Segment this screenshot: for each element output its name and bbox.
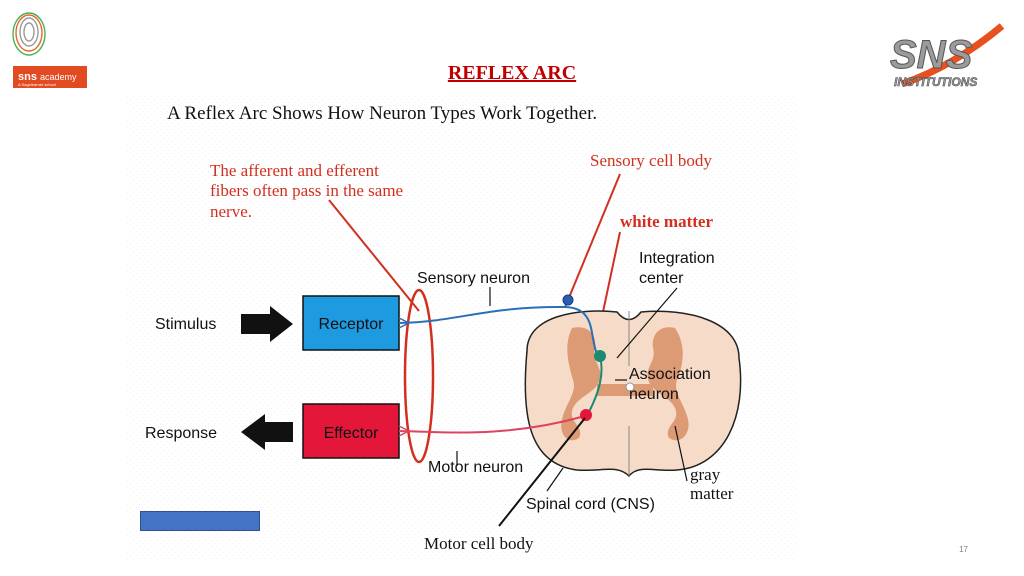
spinal-cord-pointer [546,467,564,492]
motor-neuron-label: Motor neuron [428,459,523,476]
sns-academy-logo: sns academy A Sagelearner school [10,8,90,92]
motor-cell-body-callout: Motor cell body [424,534,534,553]
left-logo-brand: sns [18,71,37,83]
receptor-label: Receptor [319,316,385,333]
motor-cell-body [580,409,592,421]
sensory-cell-body-callout: Sensory cell body [590,151,712,170]
right-logo-subline: INSTITUTIONS [894,75,977,89]
slide-title: REFLEX ARC [447,62,577,84]
white-matter-callout: white matter [620,212,713,231]
integration-center-pointer [616,287,678,359]
stimulus-arrow-icon [241,306,293,342]
reflex-arc-diagram: A Reflex Arc Shows How Neuron Types Work… [127,96,799,559]
fibers-callout-line-3: nerve. [210,202,252,221]
nerve-ellipse [403,288,435,464]
central-canal [625,382,635,392]
gray-matter-line-2: matter [690,484,734,503]
sensory-neuron-path [398,305,598,355]
motor-neuron-path [398,415,586,434]
sensory-cell-body [562,294,574,306]
blue-rectangle-shape [140,511,260,531]
motor-cell-body-pointer [498,417,586,527]
sensory-neuron-label: Sensory neuron [417,270,530,287]
response-arrow-icon [241,414,293,450]
stimulus-label: Stimulus [155,316,216,333]
page-number: 17 [959,545,968,554]
association-neuron-line-1: Association [629,366,711,383]
gray-matter-pointer [674,425,688,482]
association-neuron-line-2: neuron [629,386,679,403]
left-logo-tagline: academy [40,72,77,82]
effector-label: Effector [324,425,380,442]
sns-institutions-logo: SNS INSTITUTIONS [884,18,1010,94]
gray-matter-line-1: gray [690,465,721,484]
integration-center-line-1: Integration [639,250,715,267]
association-neuron-body [594,350,606,362]
diagram-heading: A Reflex Arc Shows How Neuron Types Work… [167,103,597,124]
sensory-cell-body-pointer [567,173,621,301]
fingerprint-icon [12,12,46,56]
right-logo-brand: SNS [890,33,973,77]
fibers-callout-line-1: The afferent and efferent [210,161,379,180]
fibers-callout-line-2: fibers often pass in the same [210,181,403,200]
response-label: Response [145,425,217,442]
effector-box [302,403,400,459]
fibers-callout-pointer [328,199,420,312]
spinal-cord-cross-section [524,310,742,478]
left-logo-subline: A Sagelearner school [18,82,56,87]
integration-center-line-2: center [639,270,684,287]
spinal-cord-label: Spinal cord (CNS) [526,496,655,513]
